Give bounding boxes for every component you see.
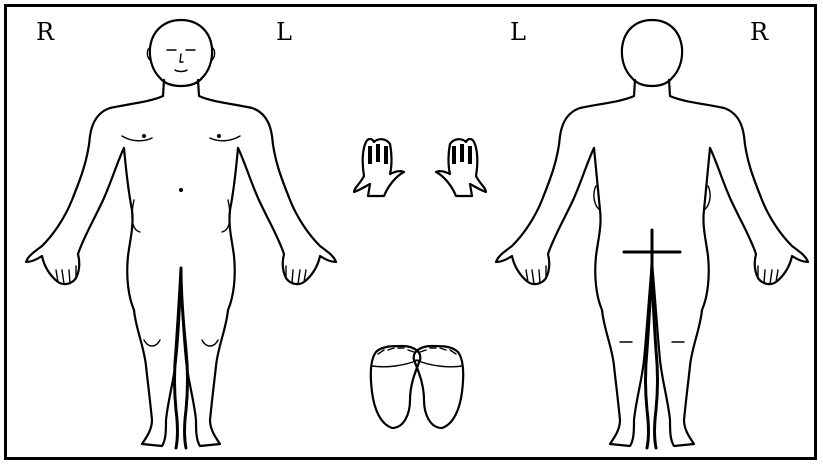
back-body-figure <box>496 20 808 448</box>
soles-figure <box>371 346 463 428</box>
palms-figure <box>354 139 486 196</box>
front-body-figure <box>26 20 336 448</box>
